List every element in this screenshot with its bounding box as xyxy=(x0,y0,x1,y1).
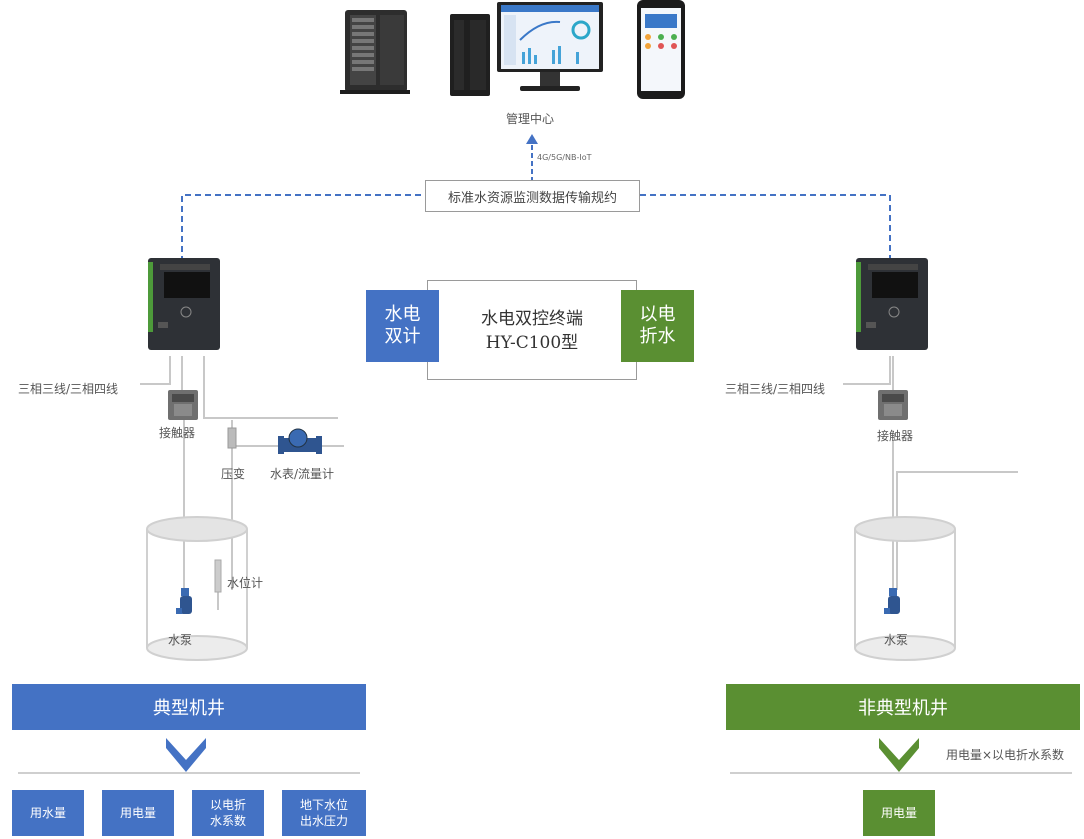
right-contactor-icon xyxy=(878,390,908,420)
management-center-label: 管理中心 xyxy=(506,112,555,126)
right-pump-icon xyxy=(884,588,900,614)
electric-to-water-tag: 以电 折水 xyxy=(621,290,694,362)
atypical-well-title: 非典型机井 xyxy=(858,698,948,719)
left-pump-label: 水泵 xyxy=(168,633,193,647)
right-pump-label: 水泵 xyxy=(884,633,909,647)
tile-power-usage: 用电量 xyxy=(102,790,174,836)
level-meter-label: 水位计 xyxy=(227,576,264,590)
tile-groundwater-pressure: 地下水位 出水压力 xyxy=(282,790,366,836)
terminal-title: 水电双控终端 xyxy=(481,309,583,329)
monitor-icon xyxy=(497,2,603,91)
right-well-wiring xyxy=(843,356,1018,590)
left-pump-icon xyxy=(176,588,192,614)
terminal-model: HY-C100型 xyxy=(485,333,579,353)
network-label: 4G/5G/NB-IoT xyxy=(537,153,592,162)
left-contactor-icon xyxy=(168,390,198,420)
tile-right-power-usage: 用电量 xyxy=(863,790,935,836)
formula-label: 用电量×以电折水系数 xyxy=(946,748,1065,762)
mini-pc-icon xyxy=(450,14,490,96)
terminal-info-box: 水电双控终端 HY-C100型 xyxy=(427,280,637,380)
network-links xyxy=(181,194,891,262)
flowmeter-label: 水表/流量计 xyxy=(270,467,335,481)
protocol-label: 标准水资源监测数据传输规约 xyxy=(447,190,617,206)
left-power-label: 三相三线/三相四线 xyxy=(18,382,119,396)
flowmeter-icon xyxy=(278,428,322,454)
phone-icon xyxy=(637,0,685,99)
level-meter-probe xyxy=(214,559,222,593)
protocol-box: 标准水资源监测数据传输规约 xyxy=(425,180,640,212)
right-tank xyxy=(854,516,956,661)
atypical-well-bar: 非典型机井 xyxy=(726,684,1080,730)
pressure-transmitter-icon xyxy=(227,427,237,449)
right-contactor-label: 接触器 xyxy=(877,429,914,443)
uplink-arrow-head xyxy=(526,134,538,144)
water-electric-tag: 水电 双计 xyxy=(366,290,439,362)
left-terminal-device xyxy=(148,258,220,350)
right-power-label: 三相三线/三相四线 xyxy=(725,382,826,396)
typical-well-bar: 典型机井 xyxy=(12,684,366,730)
left-chevron-icon xyxy=(166,738,206,772)
left-contactor-label: 接触器 xyxy=(159,426,196,440)
tile-water-usage: 用水量 xyxy=(12,790,84,836)
typical-well-title: 典型机井 xyxy=(153,698,225,719)
left-tank xyxy=(146,516,248,661)
tile-conversion-factor: 以电折 水系数 xyxy=(192,790,264,836)
pressure-label: 压变 xyxy=(221,467,246,481)
right-chevron-icon xyxy=(879,738,919,772)
server-icon xyxy=(340,10,410,94)
right-terminal-device xyxy=(856,258,928,350)
